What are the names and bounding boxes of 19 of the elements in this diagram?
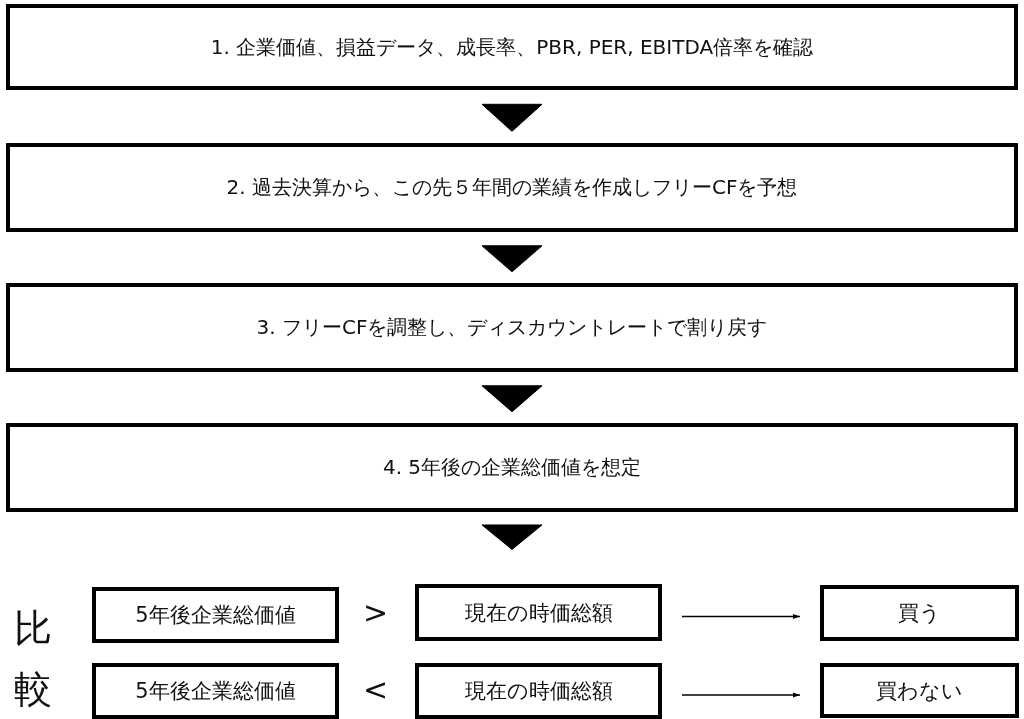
chevron-arrow <box>481 385 543 413</box>
comparison-sign: < <box>363 672 389 707</box>
decision-box: 買う <box>820 585 1019 641</box>
arrow <box>681 614 801 619</box>
value-box: 5年後企業総価値 <box>92 663 339 719</box>
chevron-arrow <box>481 103 543 132</box>
value-box: 5年後企業総価値 <box>92 587 339 643</box>
value-box: 現在の時価総額 <box>415 663 662 719</box>
value-box: 現在の時価総額 <box>415 584 662 641</box>
step-box: 2. 過去決算から、この先５年間の業績を作成しフリーCFを予想 <box>6 143 1018 232</box>
decision-box: 買わない <box>820 663 1019 718</box>
comparison-sign: > <box>363 595 389 630</box>
chevron-arrow <box>481 245 543 273</box>
vertical-heading: 比較 <box>14 605 53 713</box>
chevron-arrow <box>481 524 543 550</box>
step-box: 4. 5年後の企業総価値を想定 <box>6 423 1018 512</box>
step-box: 3. フリーCFを調整し、ディスカウントレートで割り戻す <box>6 283 1018 372</box>
arrow <box>681 692 801 698</box>
step-box: 1. 企業価値、損益データ、成長率、PBR, PER, EBITDA倍率を確認 <box>6 4 1018 90</box>
